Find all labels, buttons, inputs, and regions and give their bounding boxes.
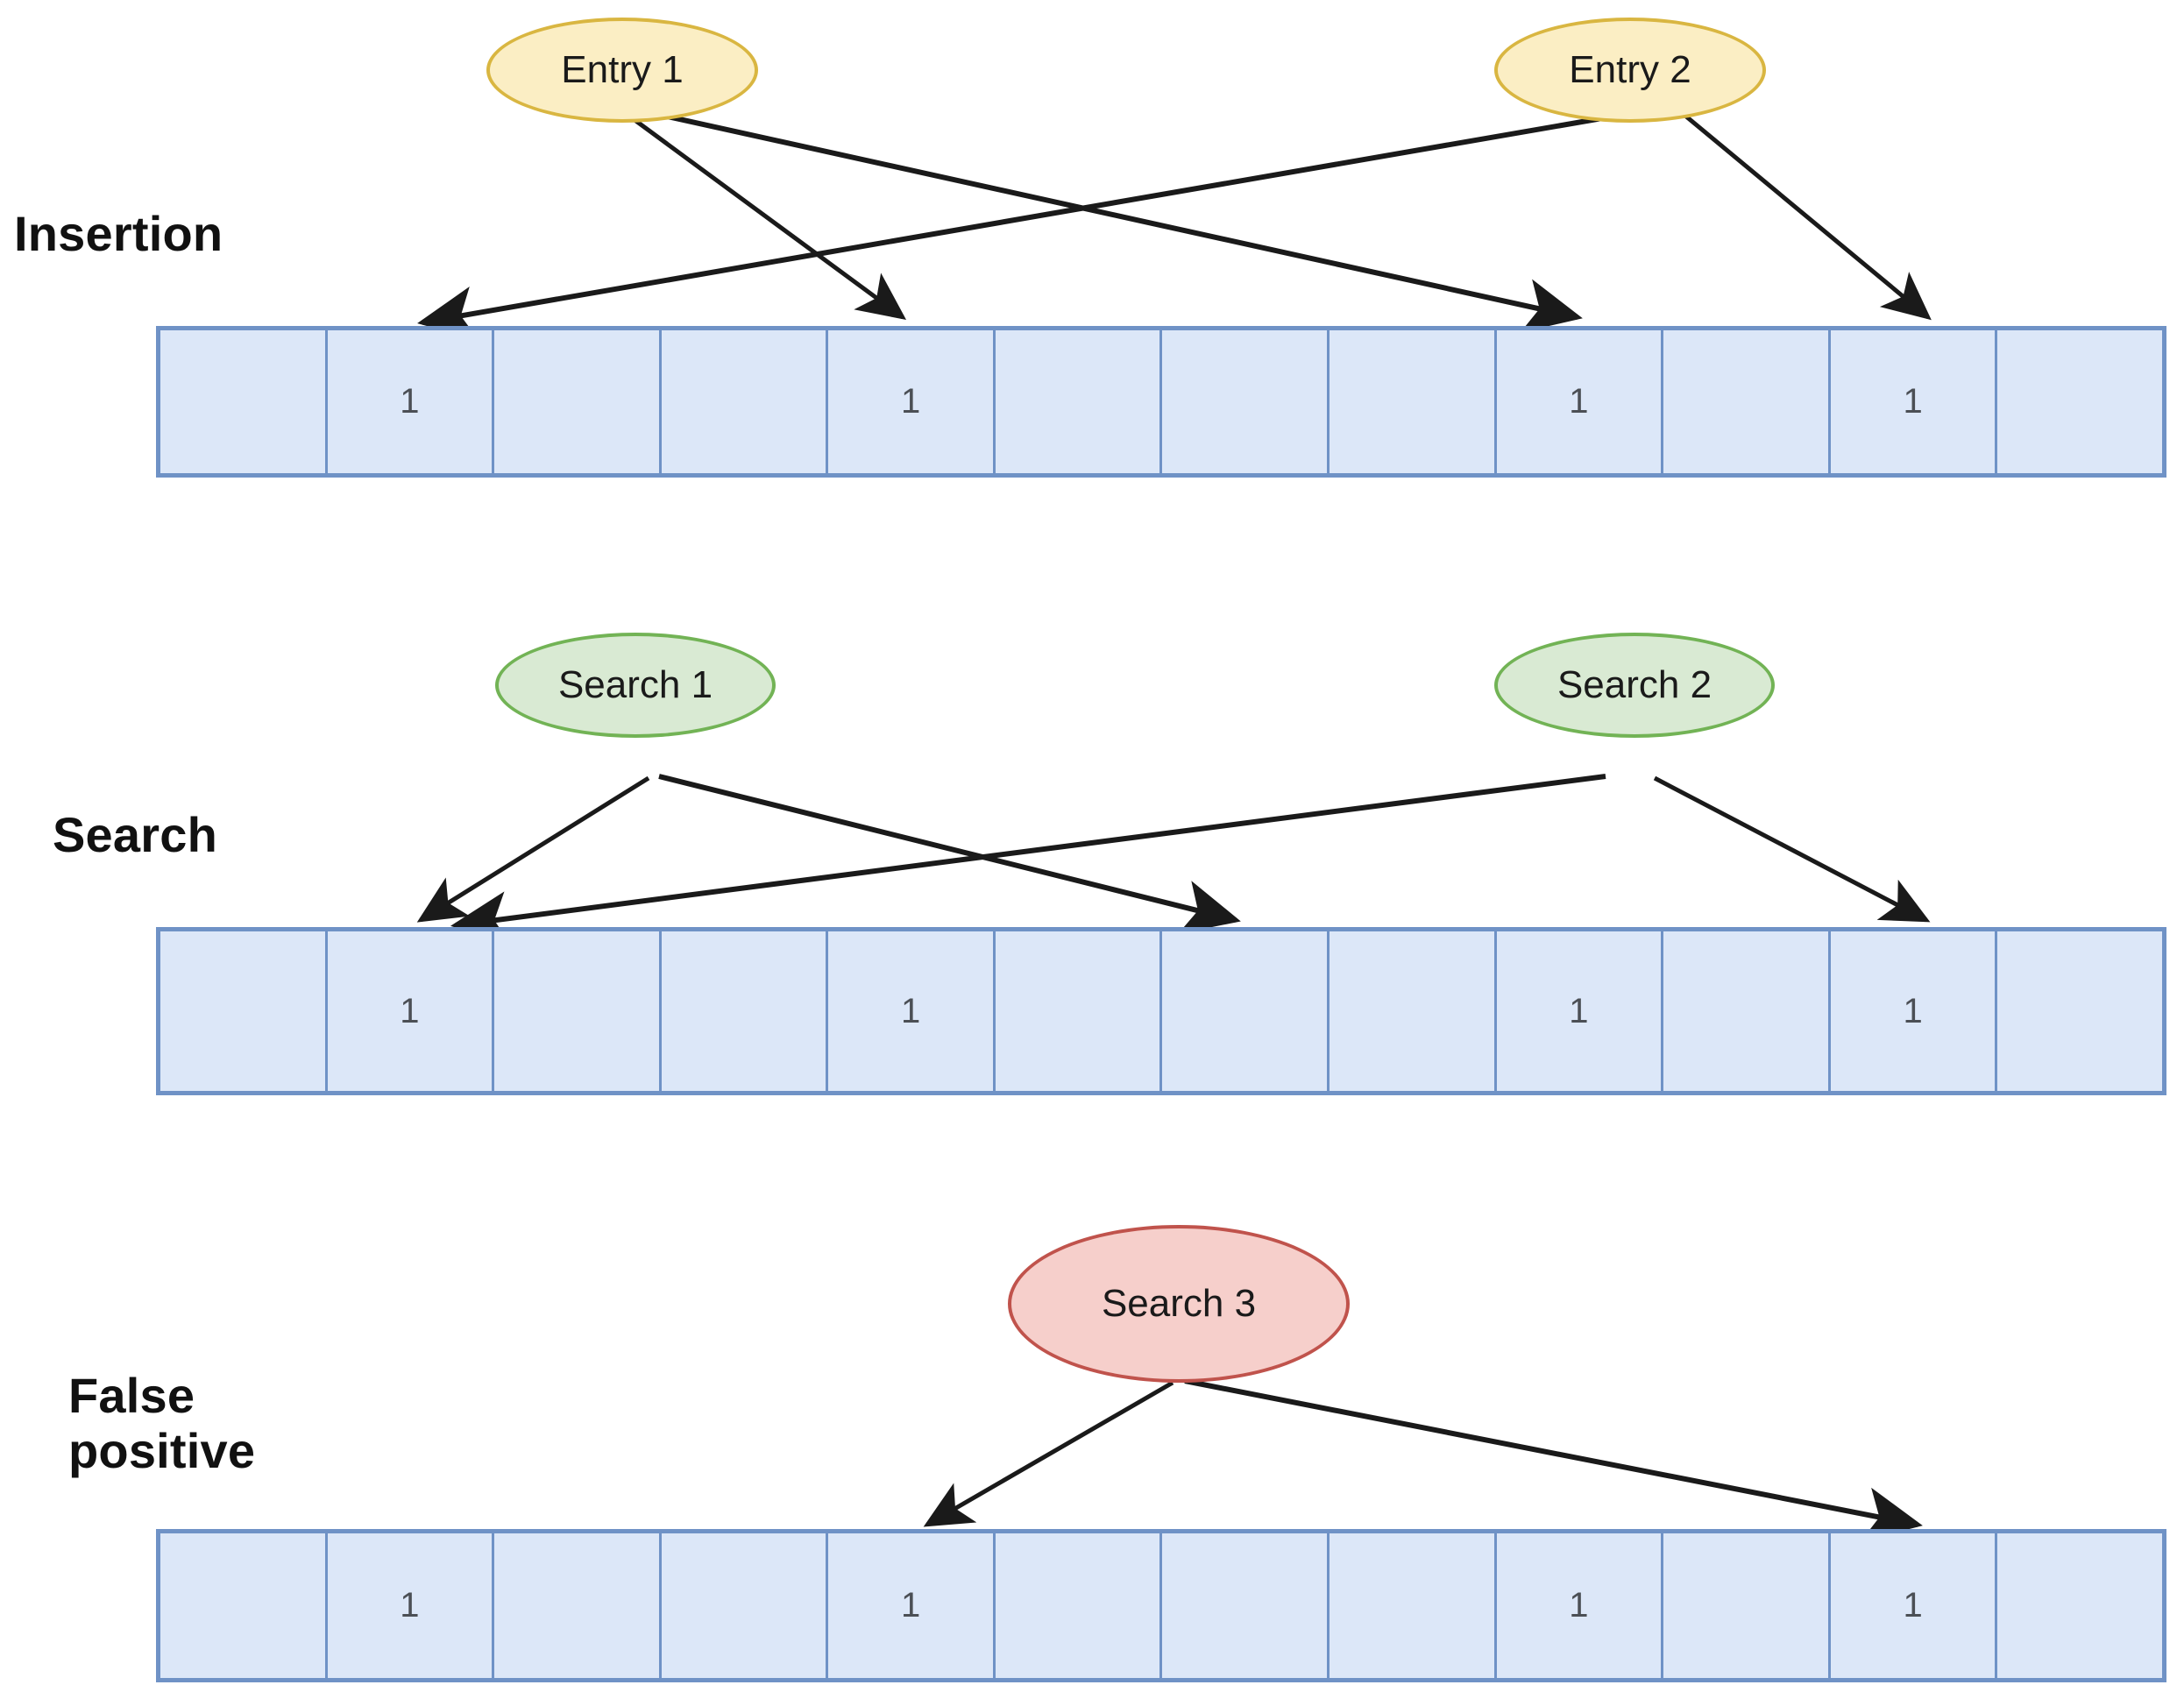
bit-array-false-positive[interactable]: 1 1 1 1 <box>156 1529 2166 1682</box>
section-label-false-positive: False positive <box>68 1368 256 1478</box>
arrow-search2-to-cell10 <box>1653 775 1931 923</box>
bit-cell[interactable]: 1 <box>828 931 996 1091</box>
arrow-search3-to-cell10 <box>1184 1378 1923 1542</box>
bit-cell[interactable]: 1 <box>828 1533 996 1678</box>
node-entry-2-label: Entry 2 <box>1569 48 1691 91</box>
section-label-search: Search <box>53 807 217 862</box>
bit-array-insertion[interactable]: 1 1 1 1 <box>156 326 2166 478</box>
bit-cell[interactable] <box>1162 1533 1330 1678</box>
bit-cell[interactable]: 1 <box>828 330 996 473</box>
arrow-search3-to-cell4 <box>923 1380 1174 1527</box>
arrow-entry1-to-cell4 <box>622 110 907 320</box>
bit-cell[interactable]: 1 <box>1496 931 1664 1091</box>
bit-cell[interactable] <box>1330 330 1497 473</box>
node-search-3-label: Search 3 <box>1101 1282 1257 1325</box>
bit-cell[interactable]: 1 <box>1496 330 1664 473</box>
bit-cell[interactable]: 1 <box>1830 931 1998 1091</box>
bit-array-search[interactable]: 1 1 1 1 <box>156 927 2166 1095</box>
bit-cell[interactable] <box>661 931 829 1091</box>
bit-cell[interactable] <box>160 931 328 1091</box>
node-entry-1-label: Entry 1 <box>561 48 684 91</box>
bit-cell[interactable] <box>995 931 1163 1091</box>
bit-cell[interactable] <box>1162 330 1330 473</box>
node-search-1[interactable]: Search 1 <box>495 633 776 738</box>
bit-cell[interactable] <box>160 330 328 473</box>
bit-cell[interactable] <box>1663 931 1831 1091</box>
bit-cell[interactable]: 1 <box>327 330 495 473</box>
bit-cell[interactable] <box>995 1533 1163 1678</box>
node-search-3[interactable]: Search 3 <box>1008 1225 1350 1383</box>
bit-cell[interactable]: 1 <box>327 931 495 1091</box>
bit-cell[interactable] <box>1997 1533 2162 1678</box>
bit-cell[interactable] <box>1330 931 1497 1091</box>
node-search-2-label: Search 2 <box>1556 663 1712 706</box>
bit-cell[interactable] <box>494 330 662 473</box>
arrow-search1-to-cell1 <box>416 775 650 923</box>
bit-cell[interactable] <box>1330 1533 1497 1678</box>
bit-cell[interactable]: 1 <box>1830 1533 1998 1678</box>
bit-cell[interactable] <box>1663 1533 1831 1678</box>
arrow-search2-to-cell1 <box>450 774 1606 946</box>
bit-cell[interactable] <box>494 1533 662 1678</box>
arrow-search1-to-cell6 <box>658 774 1241 934</box>
bit-cell[interactable]: 1 <box>1830 330 1998 473</box>
section-label-insertion: Insertion <box>14 206 223 261</box>
bit-cell[interactable] <box>995 330 1163 473</box>
arrow-entry2-to-cell10 <box>1679 110 1932 321</box>
bit-cell[interactable]: 1 <box>327 1533 495 1678</box>
node-search-2[interactable]: Search 2 <box>1494 633 1775 738</box>
bit-cell[interactable] <box>661 330 829 473</box>
bit-cell[interactable] <box>1997 931 2162 1091</box>
bit-cell[interactable] <box>1162 931 1330 1091</box>
node-search-1-label: Search 1 <box>557 663 713 706</box>
bit-cell[interactable] <box>160 1533 328 1678</box>
arrow-entry2-to-cell1 <box>417 108 1649 341</box>
node-entry-1[interactable]: Entry 1 <box>486 18 758 123</box>
bit-cell[interactable] <box>1663 330 1831 473</box>
arrow-entry1-to-cell8 <box>639 108 1583 333</box>
bit-cell[interactable] <box>1997 330 2162 473</box>
bit-cell[interactable] <box>661 1533 829 1678</box>
bit-cell[interactable]: 1 <box>1496 1533 1664 1678</box>
bit-cell[interactable] <box>494 931 662 1091</box>
node-entry-2[interactable]: Entry 2 <box>1494 18 1766 123</box>
